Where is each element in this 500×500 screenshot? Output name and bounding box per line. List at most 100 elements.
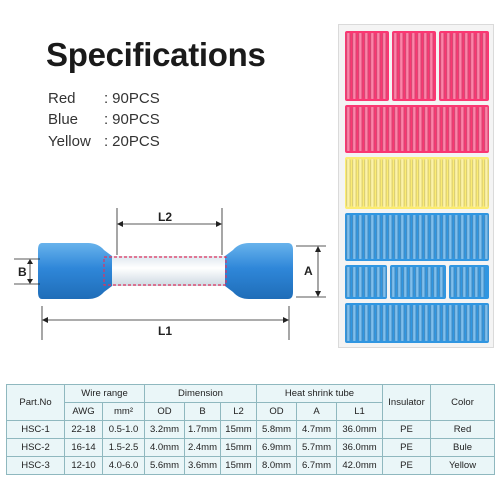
compartment-red [392, 31, 436, 101]
quantity-row-yellow: Yellow :20PCS [48, 133, 160, 150]
connector-tube-item [476, 33, 481, 99]
connector-tube-item [429, 33, 434, 99]
connector-tube-item [364, 33, 369, 99]
connector-tube-item [388, 159, 393, 207]
cell-b: 2.4mm [184, 438, 221, 457]
connector-tube-item [484, 107, 489, 151]
cell-heat-od: 6.9mm [256, 438, 297, 457]
cell-awg: 12-10 [64, 456, 103, 475]
compartment-blue [449, 265, 489, 299]
connector-tube-item [460, 107, 465, 151]
connector-tube-item [474, 267, 479, 297]
connector-tube-item [456, 267, 461, 297]
connector-tube-item [388, 305, 393, 341]
column-header: L2 [220, 402, 257, 421]
connector-tube-item [358, 159, 363, 207]
connector-tube-item [358, 107, 363, 151]
connector-tube-item [436, 107, 441, 151]
connector-tube-item [346, 107, 351, 151]
connector-tube-item [460, 215, 465, 259]
connector-tube-item [448, 215, 453, 259]
connector-tube-item [400, 159, 405, 207]
connector-tube-item [358, 267, 363, 297]
connector-tube-item [436, 215, 441, 259]
connector-tube-item [364, 305, 369, 341]
connector-tube-item [464, 33, 469, 99]
cell-od: 5.6mm [144, 456, 185, 475]
connector-tube-item [480, 267, 485, 297]
quantity-value: :90PCS [104, 90, 160, 107]
cell-a: 6.7mm [296, 456, 337, 475]
cell-color: Bule [430, 438, 496, 457]
connector-tube-item [427, 267, 432, 297]
connector-tube-item [418, 305, 423, 341]
connector-tube-item [376, 107, 381, 151]
column-header: OD [256, 402, 297, 421]
column-header: mm² [102, 402, 145, 421]
cell-l1: 36.0mm [335, 438, 384, 457]
quantity-color: Blue [48, 111, 79, 128]
column-group-wire-range: Wire range [64, 384, 145, 403]
connector-tube-item [484, 159, 489, 207]
dimension-label-l2: L2 [158, 210, 173, 224]
connector-tube-item [430, 305, 435, 341]
connector-tube-item [439, 267, 444, 297]
compartment-blue [345, 265, 387, 299]
connector-tube-item [352, 33, 357, 99]
cell-l2: 15mm [220, 420, 257, 439]
cell-a: 5.7mm [296, 438, 337, 457]
connector-tube-item [397, 267, 402, 297]
connector-tube-item [412, 159, 417, 207]
connector-tube-item [399, 33, 404, 99]
connector-tube-item [424, 215, 429, 259]
column-group-dimension: Dimension [144, 384, 257, 403]
connector-tube-item [406, 215, 411, 259]
connector-tube-item [391, 267, 396, 297]
connector-tube-item [430, 159, 435, 207]
connector-tube-item [346, 215, 351, 259]
connector-tube-item [370, 159, 375, 207]
cell-a: 4.7mm [296, 420, 337, 439]
connector-tube-item [393, 33, 398, 99]
cell-heat-od: 8.0mm [256, 456, 297, 475]
connector-tube-item [411, 33, 416, 99]
compartment-blue [345, 213, 489, 261]
connector-tube-item [466, 159, 471, 207]
connector-tube-item [478, 305, 483, 341]
connector-tube-item [418, 215, 423, 259]
connector-tube-item [478, 107, 483, 151]
connector-tube-item [468, 267, 473, 297]
connector-tube-item [406, 107, 411, 151]
connector-tube-item [394, 107, 399, 151]
cell-awg: 16-14 [64, 438, 103, 457]
connector-tube-item [478, 215, 483, 259]
connector-tube-item [424, 305, 429, 341]
cell-b: 3.6mm [184, 456, 221, 475]
connector-tube-item [417, 33, 422, 99]
connector-tube-item [358, 215, 363, 259]
connector-tube-item [370, 33, 375, 99]
connector-tube-item [418, 159, 423, 207]
cell-mm2: 0.5-1.0 [102, 420, 145, 439]
compartment-yellow [345, 157, 489, 209]
connector-tube-item [460, 159, 465, 207]
connector-tube-item [370, 215, 375, 259]
cell-color: Red [430, 420, 496, 439]
column-header-color: Color [430, 384, 496, 421]
table-row: HSC-2 16-14 1.5-2.5 4.0mm 2.4mm 15mm 6.9… [6, 438, 496, 457]
connector-tube-item [436, 305, 441, 341]
cell-insulator: PE [382, 420, 432, 439]
connector-tube-item [394, 305, 399, 341]
cell-awg: 22-18 [64, 420, 103, 439]
compartment-blue [390, 265, 446, 299]
connector-tube-item [400, 305, 405, 341]
connector-tube-item [466, 305, 471, 341]
connector-tube-item [364, 159, 369, 207]
connector-tube-item [442, 107, 447, 151]
cell-part: HSC-1 [6, 420, 65, 439]
connector-tube-item [472, 107, 477, 151]
connector-tube-item [382, 305, 387, 341]
connector-tube-item [382, 33, 387, 99]
cell-od: 3.2mm [144, 420, 185, 439]
connector-tube-item [421, 267, 426, 297]
